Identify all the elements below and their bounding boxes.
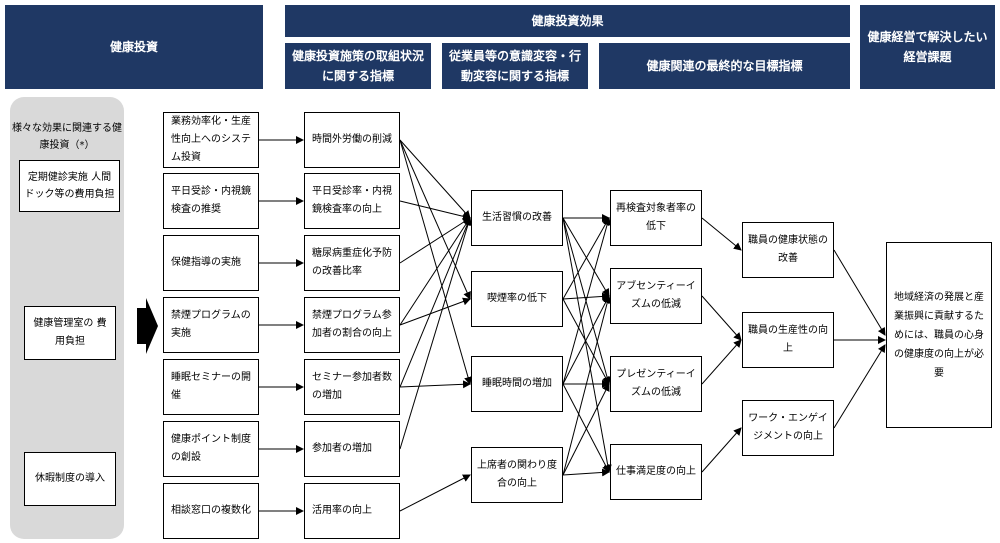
header-health-investment: 健康投資 xyxy=(5,5,263,89)
goal-presenteeism: プレゼンティーイズムの低減 xyxy=(610,356,702,412)
header-behavior-indicators: 従業員等の意識変容・行動変容に関する指標 xyxy=(442,43,588,89)
header-measure-indicators: 健康投資施策の取組状況に関する指標 xyxy=(285,43,431,89)
header-final-indicators: 健康関連の最終的な目標指標 xyxy=(599,43,850,89)
various-effect-health-room: 健康管理室の 費用負担 xyxy=(24,306,116,360)
indicator-diabetes-prevention: 糖尿病重症化予防の改善比率 xyxy=(304,235,400,291)
measure-sleep-seminar: 睡眠セミナーの開催 xyxy=(163,359,259,415)
final-engagement: ワーク・エンゲイジメントの向上 xyxy=(742,400,834,456)
measure-system-investment: 業務効率化・生産性向上へのシステム投資 xyxy=(163,112,259,168)
various-effect-leave-system: 休暇制度の導入 xyxy=(24,452,116,506)
indicator-usage-rate: 活用率の向上 xyxy=(304,483,400,539)
various-effects-title: 様々な効果に関連する健康投資（*） xyxy=(12,123,122,151)
various-effect-checkup: 定期健診実施 人間ドック等の費用負担 xyxy=(19,160,120,212)
indicator-checkup-rate: 平日受診率・内視鏡検査率の向上 xyxy=(304,173,400,229)
behavior-lifestyle: 生活習慣の改善 xyxy=(471,190,563,246)
final-productivity: 職員の生産性の向上 xyxy=(742,312,834,368)
behavior-sleep-time: 睡眠時間の増加 xyxy=(471,356,563,412)
right-arrow-icon xyxy=(137,298,158,354)
header-business-issue: 健康経営で解決したい経営課題 xyxy=(860,5,995,89)
header-investment-effect: 健康投資効果 xyxy=(285,5,850,37)
final-health-status: 職員の健康状態の改善 xyxy=(742,222,834,278)
measure-consultation: 相談窓口の複数化 xyxy=(163,483,259,539)
behavior-smoking-rate: 喫煙率の低下 xyxy=(471,271,563,327)
indicator-smoking-participation: 禁煙プログラム参加者の割合の向上 xyxy=(304,297,400,353)
measure-weekday-checkup: 平日受診・内視鏡検査の推奨 xyxy=(163,173,259,229)
indicator-participant-increase: 参加者の増加 xyxy=(304,421,400,477)
behavior-supervisor-involvement: 上席者の関わり度合の向上 xyxy=(471,447,563,503)
goal-absenteeism: アブセンティーイズムの低減 xyxy=(610,268,702,324)
indicator-overtime-reduction: 時間外労働の削減 xyxy=(304,112,400,168)
indicator-seminar-participants: セミナー参加者数の増加 xyxy=(304,359,400,415)
measure-health-points: 健康ポイント制度の創設 xyxy=(163,421,259,477)
measure-health-guidance: 保健指導の実施 xyxy=(163,235,259,291)
goal-recheck-rate: 再検査対象者率の低下 xyxy=(610,190,702,246)
measure-smoking-program: 禁煙プログラムの実施 xyxy=(163,297,259,353)
business-issue-box: 地域経済の発展と産業振興に貢献するためには、職員の心身の健康度の向上が必要 xyxy=(886,242,992,428)
